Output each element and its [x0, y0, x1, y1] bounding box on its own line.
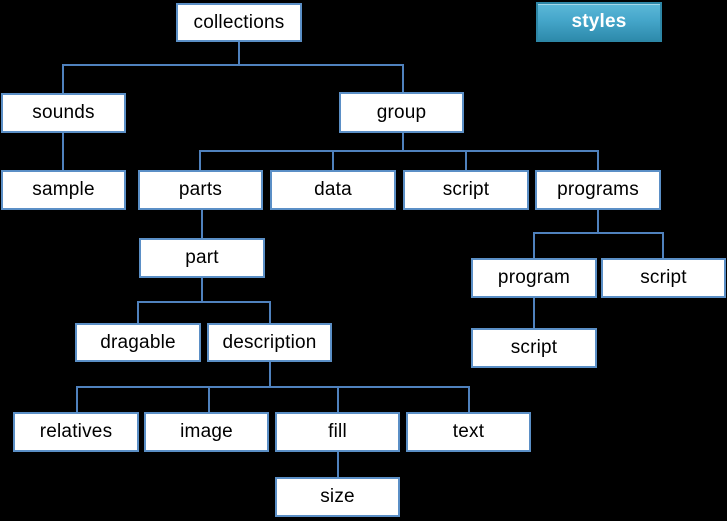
node-image: image: [144, 412, 269, 452]
connector-part-children: [137, 278, 271, 323]
node-sounds: sounds: [1, 93, 126, 133]
connector-collections-children: [62, 42, 404, 93]
node-styles: styles: [536, 2, 662, 42]
connector-programs-children: [533, 210, 664, 258]
node-sample: sample: [1, 170, 126, 210]
node-relatives: relatives: [13, 412, 139, 452]
node-script-under-programs: script: [601, 258, 726, 298]
node-text: text: [406, 412, 531, 452]
node-program: program: [471, 258, 597, 298]
node-fill: fill: [275, 412, 400, 452]
node-group: group: [339, 92, 464, 133]
node-dragable: dragable: [75, 323, 201, 362]
node-collections: collections: [176, 3, 302, 42]
node-script-under-program: script: [471, 328, 597, 368]
connector-group-children: [199, 133, 599, 170]
node-size: size: [275, 477, 400, 517]
node-data: data: [270, 170, 396, 210]
node-parts: parts: [138, 170, 263, 210]
node-description: description: [207, 323, 332, 362]
node-part: part: [139, 238, 265, 278]
node-script-under-group: script: [403, 170, 529, 210]
connector-description-children: [76, 362, 470, 412]
node-programs: programs: [535, 170, 661, 210]
